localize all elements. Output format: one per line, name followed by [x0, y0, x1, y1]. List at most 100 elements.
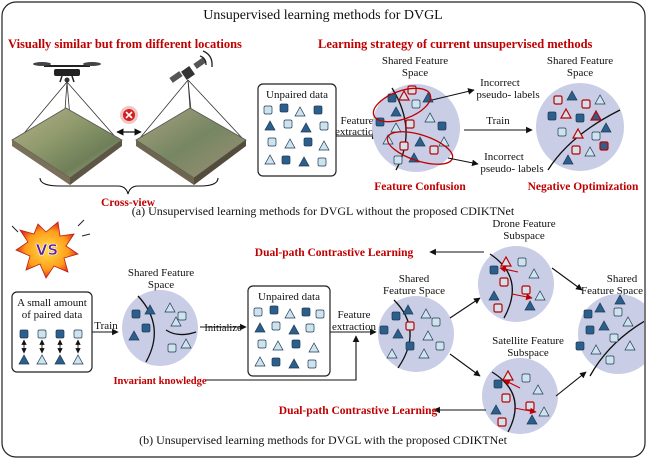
triangle-node [528, 268, 540, 279]
square-node [313, 105, 323, 115]
top-unpaired-label: Unpaired data [266, 89, 328, 101]
paired-data-l2: of paired data [22, 309, 83, 321]
triangle-node [488, 290, 500, 301]
triangle-node [254, 322, 266, 333]
square-node [605, 355, 615, 365]
square-node [317, 157, 327, 167]
cross-view-label: Cross-view [101, 197, 156, 209]
square-node [613, 307, 623, 317]
square-node [493, 379, 503, 389]
top-negative-feature-space [536, 83, 624, 171]
bottom-feature-extraction-l2: extraction [332, 321, 376, 333]
final-feature-space-group [575, 294, 644, 377]
triangle-node [524, 300, 536, 311]
square-node [501, 393, 511, 403]
square-node [301, 307, 311, 317]
invariant-knowledge-label: Invariant knowledge [113, 376, 206, 387]
square-node [435, 341, 445, 351]
square-node [489, 265, 499, 275]
triangle-node [594, 94, 606, 105]
paired-nodes [18, 329, 84, 365]
square-node [557, 127, 567, 137]
square-node [167, 343, 177, 353]
triangle-node [254, 356, 266, 367]
triangle-node [418, 348, 430, 359]
triangle-node [420, 308, 432, 319]
square-node [391, 311, 401, 321]
square-node [279, 103, 289, 113]
square-node [581, 99, 591, 109]
mismatch-x-icon [120, 106, 138, 124]
final-space-l1: Shared [607, 273, 638, 285]
square-node [253, 307, 263, 317]
triangle-node [308, 342, 320, 353]
triangle-node [397, 89, 411, 101]
confusion-ellipse-top [372, 87, 432, 123]
triangle-node [562, 154, 574, 165]
bottom-feature-extraction-l1: Feature [338, 309, 371, 321]
triangle-node [490, 404, 502, 415]
incorrect-bottom-l1: Incorrect [484, 151, 524, 163]
figure-title: Unsupervised learning methods for DVGL [203, 8, 443, 23]
bottom-initial-boundary-1 [137, 295, 155, 363]
square-node [405, 321, 415, 331]
square-node [267, 137, 277, 147]
square-node [599, 141, 609, 151]
invariant-to-extraction-arrow [206, 335, 360, 381]
square-node [307, 359, 317, 369]
drone-subspace-l2: Subspace [503, 230, 545, 242]
square-node [591, 131, 601, 141]
triangle-node [600, 122, 612, 133]
dual-path-bottom-label: Dual-path Contrastive Learning [279, 405, 438, 417]
satellite-icon [169, 50, 213, 83]
satellite-subspace-l2: Subspace [507, 347, 549, 359]
satellite-terrain-edge [136, 140, 194, 185]
drone-terrain-edge [12, 140, 70, 185]
triangle-node [54, 354, 66, 365]
drone-subspace-boundary [489, 253, 513, 319]
triangle-node [264, 154, 276, 165]
square-node [583, 309, 593, 319]
drone-terrain-side [70, 140, 122, 185]
square-node [521, 373, 531, 383]
square-node [315, 309, 325, 319]
square-node [291, 339, 301, 349]
drone-to-final-arrow [551, 267, 583, 291]
incorrect-bottom-arrow [447, 157, 479, 167]
square-node [571, 145, 581, 155]
feature-confusion-label: Feature Confusion [374, 181, 466, 193]
triangle-node [164, 302, 176, 313]
triangle-node [584, 146, 596, 157]
bottom-shared-space-l2: Space [148, 279, 174, 291]
drone-icon [33, 62, 101, 83]
square-node [281, 155, 291, 165]
square-node [411, 99, 421, 109]
square-node [609, 333, 619, 343]
square-node [429, 145, 439, 155]
final-boundary [589, 320, 644, 377]
bottom-shared-space2-l2: Feature Space [383, 285, 445, 297]
final-space-l2: Feature Space [581, 285, 643, 297]
bottom-train-label: Train [94, 320, 118, 332]
triangle-node [526, 414, 538, 425]
bottom-shared-nodes [379, 304, 445, 359]
satellite-pull-arrow-2 [513, 407, 537, 415]
triangle-node [72, 354, 84, 365]
triangle-node [414, 136, 426, 147]
satellite-subspace-boundary [491, 371, 516, 433]
triangle-node [566, 90, 578, 101]
triangle-node [144, 304, 156, 315]
square-node [405, 119, 415, 129]
square-node [131, 309, 141, 319]
square-node [177, 311, 187, 321]
vs-text: VS [36, 241, 58, 259]
square-node [271, 357, 281, 367]
square-node [305, 323, 315, 333]
square-node [575, 113, 585, 123]
satellite-feature-subspace [482, 358, 558, 434]
square-node [547, 111, 557, 121]
drone-pull-arrow-1 [499, 266, 519, 273]
triangle-node [294, 106, 306, 117]
dual-path-top-label: Dual-path Contrastive Learning [255, 247, 414, 259]
